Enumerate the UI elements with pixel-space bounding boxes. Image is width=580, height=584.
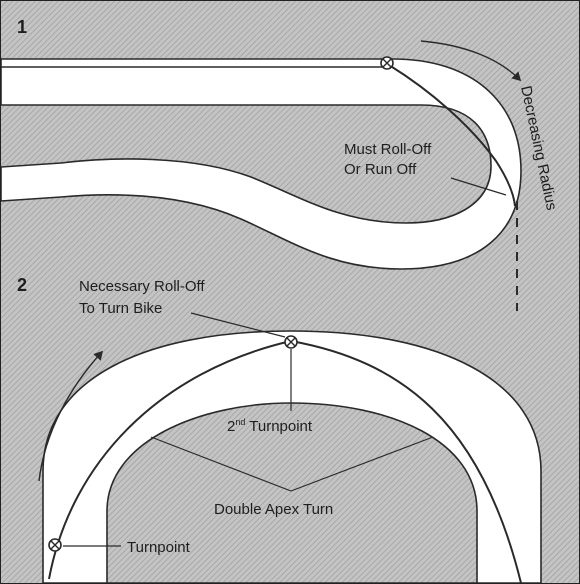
panel1-label-rolloff-line1: Must Roll-Off (344, 141, 432, 158)
panel2-second-turnpoint-marker (284, 335, 298, 349)
panel1-racing-line (388, 64, 516, 207)
panel2-turnpoint-marker (48, 538, 62, 552)
panel1-inner-edge (1, 104, 492, 224)
panel1-turnpoint-marker (380, 56, 394, 70)
panel2-label-second-turnpoint: 2nd Turnpoint (227, 417, 313, 435)
second-turnpoint-suffix: Turnpoint (245, 418, 313, 435)
panel1-rolloff-leader (450, 177, 507, 196)
panel2-number: 2 (17, 275, 27, 295)
panel1-label-rolloff-line2: Or Run Off (344, 161, 417, 178)
panel2-label-necessary-line1: Necessary Roll-Off (79, 278, 205, 295)
panel2-double-apex-leader-left (150, 436, 292, 492)
panel1-inner-island (1, 71, 491, 223)
second-turnpoint-prefix: 2 (227, 418, 235, 435)
second-turnpoint-sup: nd (235, 417, 245, 427)
panel2-direction-arrow (38, 350, 104, 482)
panel2-label-necessary-line2: To Turn Bike (79, 300, 162, 317)
panel2-label-turnpoint: Turnpoint (127, 539, 191, 556)
panel2-double-apex-leader-right (290, 436, 434, 492)
panel1-number: 1 (17, 17, 27, 37)
panel2-necessary-leader (190, 312, 286, 338)
panel1-direction-arrow (420, 40, 522, 82)
panel2-label-double-apex: Double Apex Turn (214, 501, 333, 518)
